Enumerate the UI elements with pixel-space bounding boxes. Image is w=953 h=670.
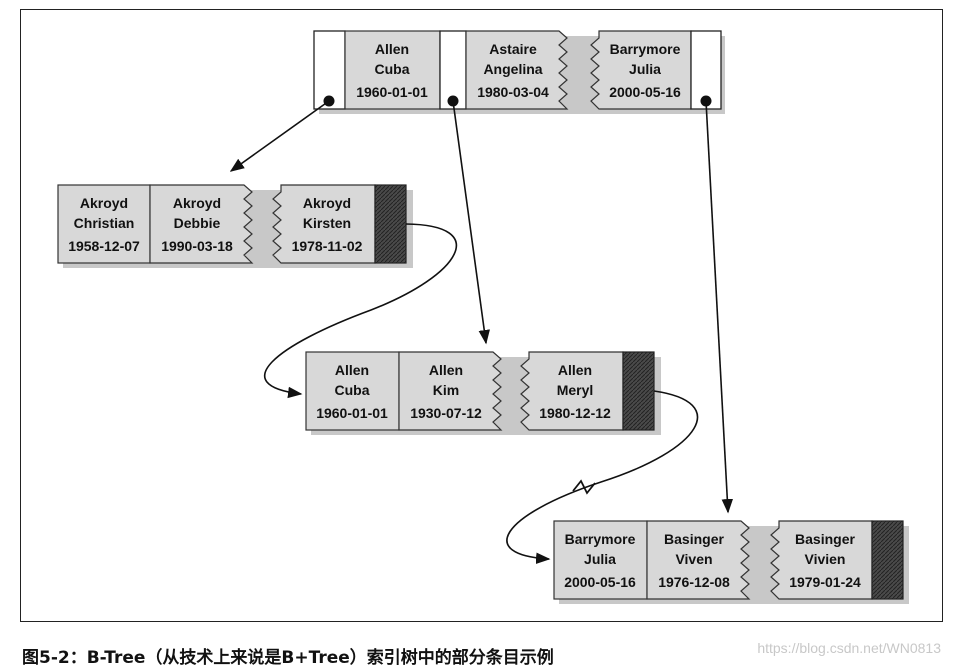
link-break-mark [572,479,596,495]
allen-entry-1-first: Kim [433,382,459,398]
root-entry-2: Barrymore Julia 2000-05-16 [590,30,692,110]
leaf-next-links [264,223,699,565]
root-entry-0: Allen Cuba 1960-01-01 [344,30,441,110]
arrow-root-to-akroyd [229,100,330,172]
root-entry-0-last: Allen [375,41,409,57]
barrymore-entry-2: Basinger Vivien 1979-01-24 [770,520,873,600]
node-leaf-akroyd: Akroyd Christian 1958-12-07 Akroyd Debbi… [57,184,413,268]
akroyd-entry-0-first: Christian [74,215,135,231]
arrow-root-to-barrymore [705,100,734,514]
akroyd-next-pointer [374,184,407,264]
btree-diagram: Allen Cuba 1960-01-01 Astaire Angelina 1… [57,30,909,604]
root-entry-1-dob: 1980-03-04 [477,84,549,100]
allen-entry-0: Allen Cuba 1960-01-01 [305,351,400,431]
allen-entry-0-last: Allen [335,362,369,378]
akroyd-entry-1: Akroyd Debbie 1990-03-18 [149,184,254,264]
link-akroyd-to-allen [264,223,457,399]
akroyd-entry-2-last: Akroyd [303,195,351,211]
akroyd-entry-2: Akroyd Kirsten 1978-11-02 [272,184,376,264]
barrymore-entry-1-first: Viven [675,551,712,567]
allen-entry-2-dob: 1980-12-12 [539,405,611,421]
root-entry-2-first: Julia [629,61,661,77]
root-entry-2-dob: 2000-05-16 [609,84,681,100]
allen-next-pointer [622,351,655,431]
node-root: Allen Cuba 1960-01-01 Astaire Angelina 1… [313,30,725,114]
arrow-root-to-allen [452,100,490,345]
figure-caption: 图5-2：B-Tree（从技术上来说是B+Tree）索引树中的部分条目示例 [22,648,554,668]
barrymore-entry-2-first: Vivien [805,551,846,567]
allen-entry-1: Allen Kim 1930-07-12 [398,351,503,431]
root-entry-1-first: Angelina [483,61,542,77]
root-entry-1: Astaire Angelina 1980-03-04 [465,30,569,110]
barrymore-entry-2-dob: 1979-01-24 [789,574,861,590]
node-leaf-barrymore: Barrymore Julia 2000-05-16 Basinger Vive… [553,520,909,604]
child-pointer-arrows [229,95,734,514]
barrymore-entry-0-dob: 2000-05-16 [564,574,636,590]
akroyd-entry-1-last: Akroyd [173,195,221,211]
allen-entry-0-first: Cuba [335,382,370,398]
akroyd-entry-0-dob: 1958-12-07 [68,238,140,254]
barrymore-entry-0-first: Julia [584,551,616,567]
allen-entry-2-last: Allen [558,362,592,378]
root-entry-1-last: Astaire [489,41,537,57]
akroyd-entry-0-last: Akroyd [80,195,128,211]
node-leaf-allen: Allen Cuba 1960-01-01 Allen Kim 1930-07-… [305,351,661,435]
akroyd-entry-2-dob: 1978-11-02 [292,238,363,254]
allen-entry-2-first: Meryl [557,382,594,398]
allen-entry-1-dob: 1930-07-12 [410,405,482,421]
link-allen-to-barrymore [506,390,699,565]
root-entry-0-dob: 1960-01-01 [356,84,428,100]
akroyd-entry-0: Akroyd Christian 1958-12-07 [57,184,151,264]
diagram-frame: Allen Cuba 1960-01-01 Astaire Angelina 1… [20,9,943,622]
barrymore-entry-2-last: Basinger [795,531,855,547]
akroyd-entry-2-first: Kirsten [303,215,351,231]
root-entry-0-first: Cuba [375,61,410,77]
allen-entry-0-dob: 1960-01-01 [316,405,388,421]
barrymore-next-pointer [871,520,904,600]
akroyd-entry-1-first: Debbie [174,215,221,231]
root-entry-2-last: Barrymore [610,41,681,57]
barrymore-entry-0: Barrymore Julia 2000-05-16 [553,520,648,600]
barrymore-entry-1: Basinger Viven 1976-12-08 [646,520,751,600]
allen-entry-2: Allen Meryl 1980-12-12 [520,351,624,431]
watermark: https://blog.csdn.net/WN0813 [757,640,941,656]
barrymore-entry-1-dob: 1976-12-08 [658,574,730,590]
barrymore-entry-1-last: Basinger [664,531,724,547]
allen-entry-1-last: Allen [429,362,463,378]
akroyd-entry-1-dob: 1990-03-18 [161,238,233,254]
barrymore-entry-0-last: Barrymore [565,531,636,547]
